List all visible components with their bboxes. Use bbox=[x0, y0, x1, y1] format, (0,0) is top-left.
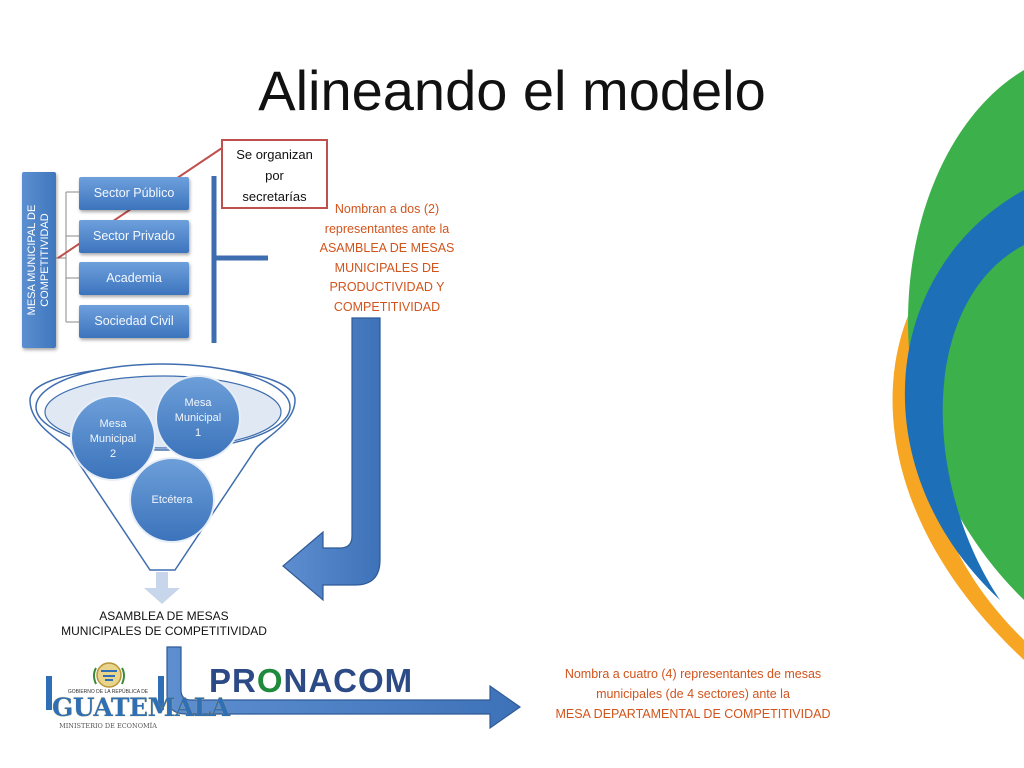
green-swoosh-inner bbox=[976, 265, 1024, 540]
circle-label-line: Etcétera bbox=[151, 494, 193, 506]
sector-publico-box: Sector Público bbox=[79, 177, 189, 210]
circle-label-line: Mesa bbox=[184, 397, 212, 409]
circle-label-line: 1 bbox=[194, 427, 202, 439]
mesa-municipal-1-circle bbox=[155, 375, 241, 461]
circle-label-line: 2 bbox=[109, 448, 117, 460]
asamblea-label: ASAMBLEA DE MESAS MUNICIPALES DE COMPETI… bbox=[56, 609, 272, 639]
secretarias-callout: Se organizan por secretarías bbox=[221, 139, 328, 209]
mesa-municipal-box: MESA MUNICIPAL DE COMPETITIVIDAD bbox=[22, 172, 56, 348]
sociedad-civil-box: Sociedad Civil bbox=[79, 305, 189, 338]
note-line: Nombra a cuatro (4) representantes de me… bbox=[564, 667, 822, 681]
callout-line-3: secretarías bbox=[242, 189, 307, 204]
blue-swoosh bbox=[904, 190, 1024, 600]
note-line: MUNICIPALES DE bbox=[334, 260, 440, 275]
sector-privado-box: Sector Privado bbox=[79, 220, 189, 253]
asamblea-line-1: ASAMBLEA DE MESAS bbox=[99, 609, 229, 623]
mesa-municipal-2-label: Mesa Municipal 2 bbox=[73, 417, 153, 462]
note-line: MESA DEPARTAMENTAL DE COMPETITIVIDAD bbox=[555, 707, 831, 721]
pronacom-o: O bbox=[256, 662, 284, 699]
etcetera-circle bbox=[129, 457, 215, 543]
academia-box: Academia bbox=[79, 262, 189, 295]
mesa-municipal-2-circle bbox=[70, 395, 156, 481]
departamental-note: Nombra a cuatro (4) representantes de me… bbox=[548, 664, 838, 724]
note-line: Nombran a dos (2) bbox=[334, 202, 440, 216]
circle-label-line: Municipal bbox=[174, 412, 222, 424]
note-line: municipales (de 4 sectores) ante la bbox=[596, 687, 790, 701]
circle-label-line: Municipal bbox=[89, 433, 137, 445]
callout-line-1: Se organizan bbox=[236, 147, 313, 162]
callout-line-2: por bbox=[265, 168, 284, 183]
pronacom-suffix: NACOM bbox=[283, 662, 414, 699]
note-line: representantes ante la bbox=[324, 221, 450, 236]
guatemala-logo-word: GUATEMALA bbox=[52, 693, 230, 722]
pronacom-logo: PRONACOM bbox=[209, 662, 413, 700]
guatemala-logo-top-text: GOBIERNO DE LA REPÚBLICA DE bbox=[67, 689, 149, 695]
funnel-diagram bbox=[29, 317, 522, 730]
logo-left-bar bbox=[46, 676, 52, 710]
guatemala-logo-bottom-text: MINISTERIO DE ECONOMÍA bbox=[59, 722, 157, 730]
asamblea-line-2: MUNICIPALES DE COMPETITIVIDAD bbox=[61, 624, 267, 638]
bent-arrow-to-asamblea bbox=[282, 317, 381, 602]
bent-arrow-to-departamental bbox=[166, 646, 522, 730]
slide-title: Alineando el modelo bbox=[258, 59, 766, 122]
logo-right-bar bbox=[158, 676, 164, 710]
funnel-down-arrow bbox=[144, 572, 180, 604]
guatemala-coat-of-arms-icon bbox=[93, 662, 125, 688]
circle-label-line: Mesa bbox=[99, 418, 127, 430]
mesa-municipal-1-label: Mesa Municipal 1 bbox=[158, 396, 238, 441]
etcetera-label: Etcétera bbox=[132, 493, 212, 508]
pronacom-prefix: PR bbox=[209, 662, 257, 699]
note-line: COMPETITIVIDAD bbox=[333, 299, 441, 314]
note-line: ASAMBLEA DE MESAS bbox=[319, 241, 455, 255]
representantes-note: Nombran a dos (2) representantes ante la… bbox=[308, 200, 466, 317]
note-line: PRODUCTIVIDAD Y bbox=[329, 280, 445, 294]
